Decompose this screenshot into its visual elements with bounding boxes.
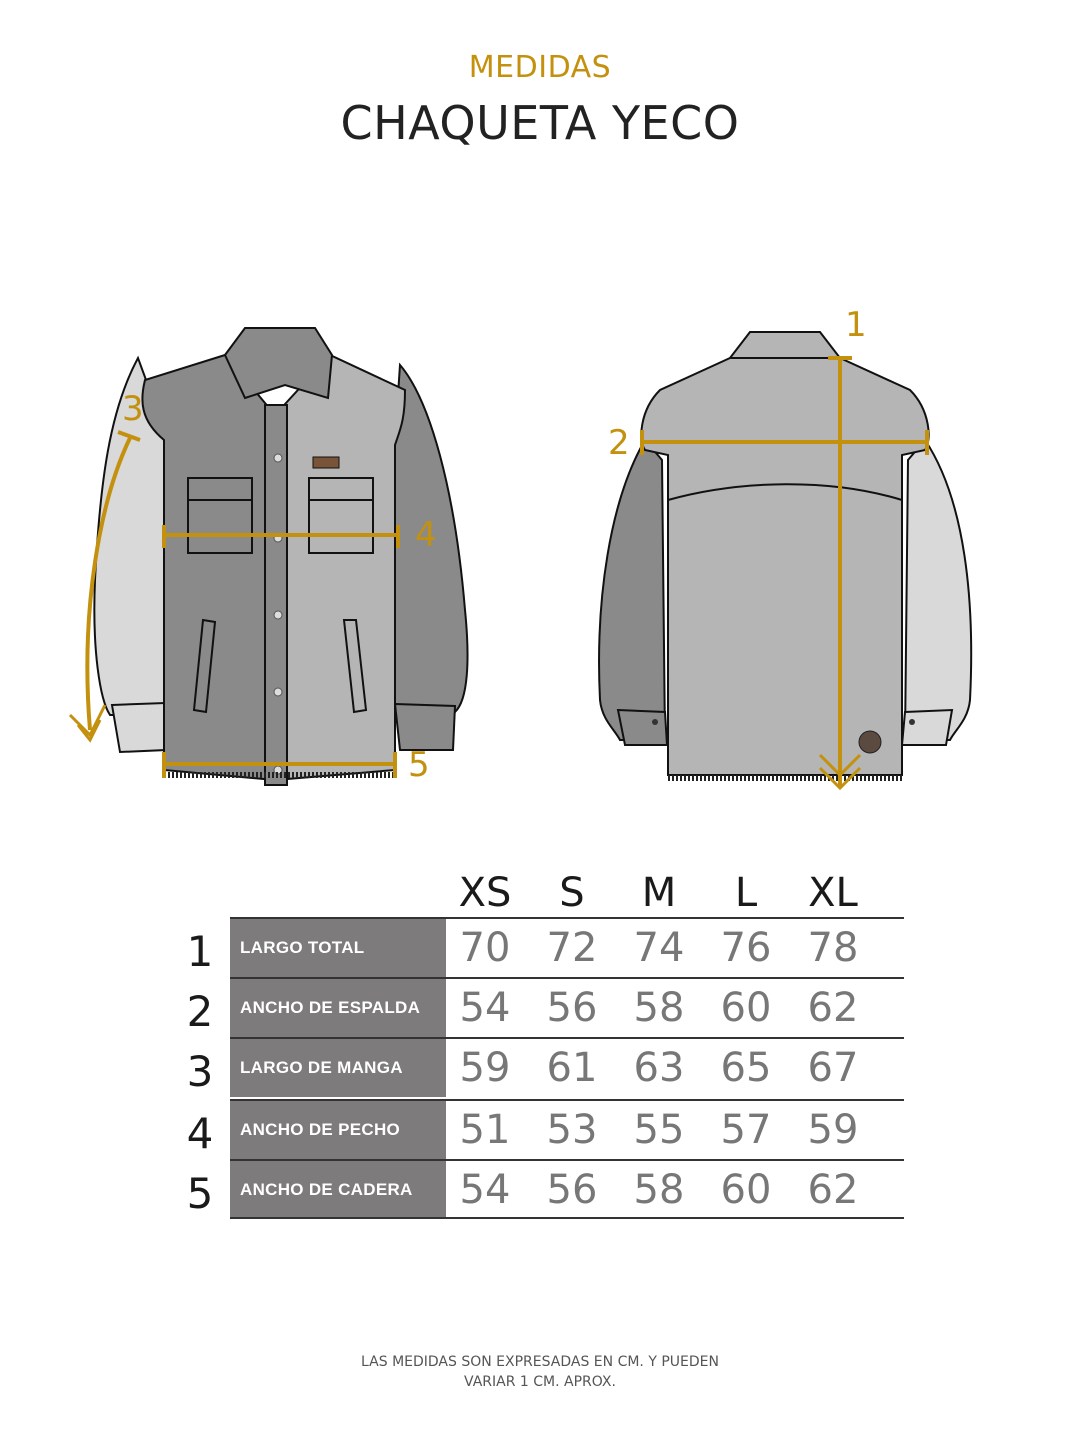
table-divider bbox=[230, 1217, 904, 1219]
table-divider bbox=[230, 1099, 904, 1101]
cell-l: 76 bbox=[720, 925, 772, 971]
cell-l: 65 bbox=[720, 1045, 772, 1091]
jacket-back-icon bbox=[598, 331, 973, 791]
cell-l: 60 bbox=[720, 985, 772, 1031]
row-index: 3 bbox=[186, 1047, 214, 1096]
cell-xs: 54 bbox=[459, 985, 511, 1031]
marker-1: 1 bbox=[845, 305, 867, 345]
size-header-l: L bbox=[734, 870, 758, 916]
table-row: 1 LARGO TOTAL 70 72 74 76 78 bbox=[180, 919, 910, 977]
cell-s: 72 bbox=[546, 925, 598, 971]
cell-xs: 54 bbox=[459, 1167, 511, 1213]
marker-4: 4 bbox=[415, 515, 437, 555]
kicker-heading: MEDIDAS bbox=[468, 50, 612, 85]
cell-l: 57 bbox=[720, 1107, 772, 1153]
jacket-front-illustration: 3 4 5 bbox=[60, 320, 480, 800]
size-header-s: S bbox=[559, 870, 585, 916]
cell-xl: 67 bbox=[807, 1045, 859, 1091]
row-label: LARGO TOTAL bbox=[230, 919, 446, 977]
cell-xs: 59 bbox=[459, 1045, 511, 1091]
table-row: 4 ANCHO DE PECHO 51 53 55 57 59 bbox=[180, 1101, 910, 1159]
row-index: 4 bbox=[186, 1109, 214, 1158]
row-index: 1 bbox=[186, 927, 214, 976]
cell-s: 53 bbox=[546, 1107, 598, 1153]
cell-xl: 59 bbox=[807, 1107, 859, 1153]
footer-note: LAS MEDIDAS SON EXPRESADAS EN CM. Y PUED… bbox=[0, 1352, 1080, 1392]
cell-l: 60 bbox=[720, 1167, 772, 1213]
jacket-front-icon bbox=[68, 327, 469, 786]
cell-s: 56 bbox=[546, 985, 598, 1031]
cell-m: 58 bbox=[633, 1167, 685, 1213]
cell-xs: 51 bbox=[459, 1107, 511, 1153]
table-divider bbox=[230, 977, 904, 979]
marker-3: 3 bbox=[122, 389, 144, 429]
cell-xs: 70 bbox=[459, 925, 511, 971]
cell-m: 55 bbox=[633, 1107, 685, 1153]
marker-2: 2 bbox=[608, 423, 630, 463]
page-title: CHAQUETA YECO bbox=[340, 96, 740, 150]
footer-line-2: VARIAR 1 CM. APROX. bbox=[464, 1374, 616, 1390]
table-row: 5 ANCHO DE CADERA 54 56 58 60 62 bbox=[180, 1161, 910, 1219]
row-index: 5 bbox=[186, 1169, 214, 1218]
cell-xl: 62 bbox=[807, 1167, 859, 1213]
cell-xl: 62 bbox=[807, 985, 859, 1031]
row-label: ANCHO DE ESPALDA bbox=[230, 979, 446, 1037]
cell-m: 63 bbox=[633, 1045, 685, 1091]
table-divider bbox=[230, 917, 904, 919]
size-header-m: M bbox=[641, 870, 677, 916]
size-header-xl: XL bbox=[808, 870, 858, 916]
table-row: 3 LARGO DE MANGA 59 61 63 65 67 bbox=[180, 1039, 910, 1097]
row-label: ANCHO DE PECHO bbox=[230, 1101, 446, 1159]
table-divider bbox=[230, 1037, 904, 1039]
cell-m: 58 bbox=[633, 985, 685, 1031]
cell-m: 74 bbox=[633, 925, 685, 971]
footer-line-1: LAS MEDIDAS SON EXPRESADAS EN CM. Y PUED… bbox=[361, 1354, 719, 1370]
cell-s: 61 bbox=[546, 1045, 598, 1091]
marker-5: 5 bbox=[408, 745, 430, 785]
row-label: ANCHO DE CADERA bbox=[230, 1161, 446, 1219]
table-row: 2 ANCHO DE ESPALDA 54 56 58 60 62 bbox=[180, 979, 910, 1037]
cell-xl: 78 bbox=[807, 925, 859, 971]
size-header-xs: XS bbox=[458, 870, 512, 916]
cell-s: 56 bbox=[546, 1167, 598, 1213]
table-divider bbox=[230, 1159, 904, 1161]
row-index: 2 bbox=[186, 987, 214, 1036]
row-label: LARGO DE MANGA bbox=[230, 1039, 446, 1097]
jacket-back-illustration: 1 2 bbox=[590, 300, 990, 800]
